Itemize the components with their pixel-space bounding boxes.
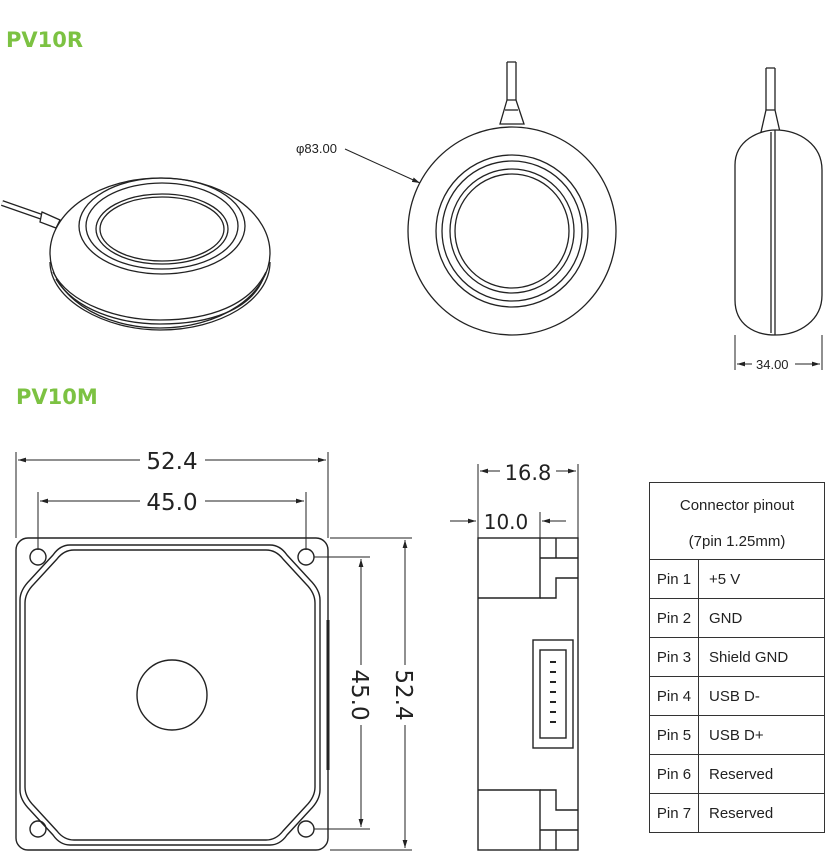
pv10m-vertical-hole-spacing-label: 45.0: [346, 669, 372, 720]
pin-number: Pin 4: [649, 676, 699, 716]
pinout-title: Connector pinout: [649, 482, 825, 523]
pv10r-side-view: [734, 67, 823, 370]
connector-pinout-table: Connector pinout (7pin 1.25mm) Pin 1+5 V…: [649, 482, 825, 833]
pv10m-heading: PV10M: [16, 385, 98, 409]
pv10m-front-view: [15, 537, 330, 851]
pv10m-outer-height-dimension: [330, 537, 412, 851]
pv10m-outer-height-label: 52.4: [390, 669, 416, 720]
pv10m-depth-label: 16.8: [505, 461, 552, 485]
pv10r-heading: PV10R: [6, 28, 84, 52]
pv10r-thickness-dimension: 34.00: [737, 357, 820, 372]
pv10m-hole-spacing-dimension: [37, 492, 307, 550]
pin-number: Pin 6: [649, 754, 699, 794]
pin-number: Pin 2: [649, 598, 699, 638]
pv10r-diameter-dimension: φ83.00: [296, 141, 421, 184]
pin-number: Pin 1: [649, 559, 699, 599]
pv10m-connector-offset-label: 10.0: [484, 510, 529, 534]
pv10r-front-view: [407, 61, 617, 336]
pv10m-outer-width-label: 52.4: [146, 449, 197, 475]
pv10m-outer-width-dimension: [15, 452, 329, 538]
pin-signal: Reserved: [698, 793, 825, 833]
pin-signal: USB D+: [698, 715, 825, 755]
pinout-subtitle: (7pin 1.25mm): [649, 523, 825, 560]
pv10m-vertical-hole-spacing-dimension: [314, 556, 370, 830]
table-row: Pin 1+5 V: [649, 559, 825, 599]
pin-signal: USB D-: [698, 676, 825, 716]
pv10r-isometric-view: [1, 177, 271, 331]
pv10m-side-view: [477, 537, 579, 851]
pin-signal: GND: [698, 598, 825, 638]
pin-signal: Shield GND: [698, 637, 825, 677]
pv10m-hole-spacing-label: 45.0: [146, 490, 197, 516]
pv10m-depth-dimension: [477, 464, 579, 538]
pin-number: Pin 7: [649, 793, 699, 833]
pv10m-connector-offset-dimension: [450, 512, 566, 538]
pin-number: Pin 3: [649, 637, 699, 677]
pin-number: Pin 5: [649, 715, 699, 755]
pin-signal: +5 V: [698, 559, 825, 599]
pv10r-diameter-label: φ83.00: [296, 141, 337, 156]
pv10r-thickness-label: 34.00: [756, 357, 789, 372]
pin-signal: Reserved: [698, 754, 825, 794]
